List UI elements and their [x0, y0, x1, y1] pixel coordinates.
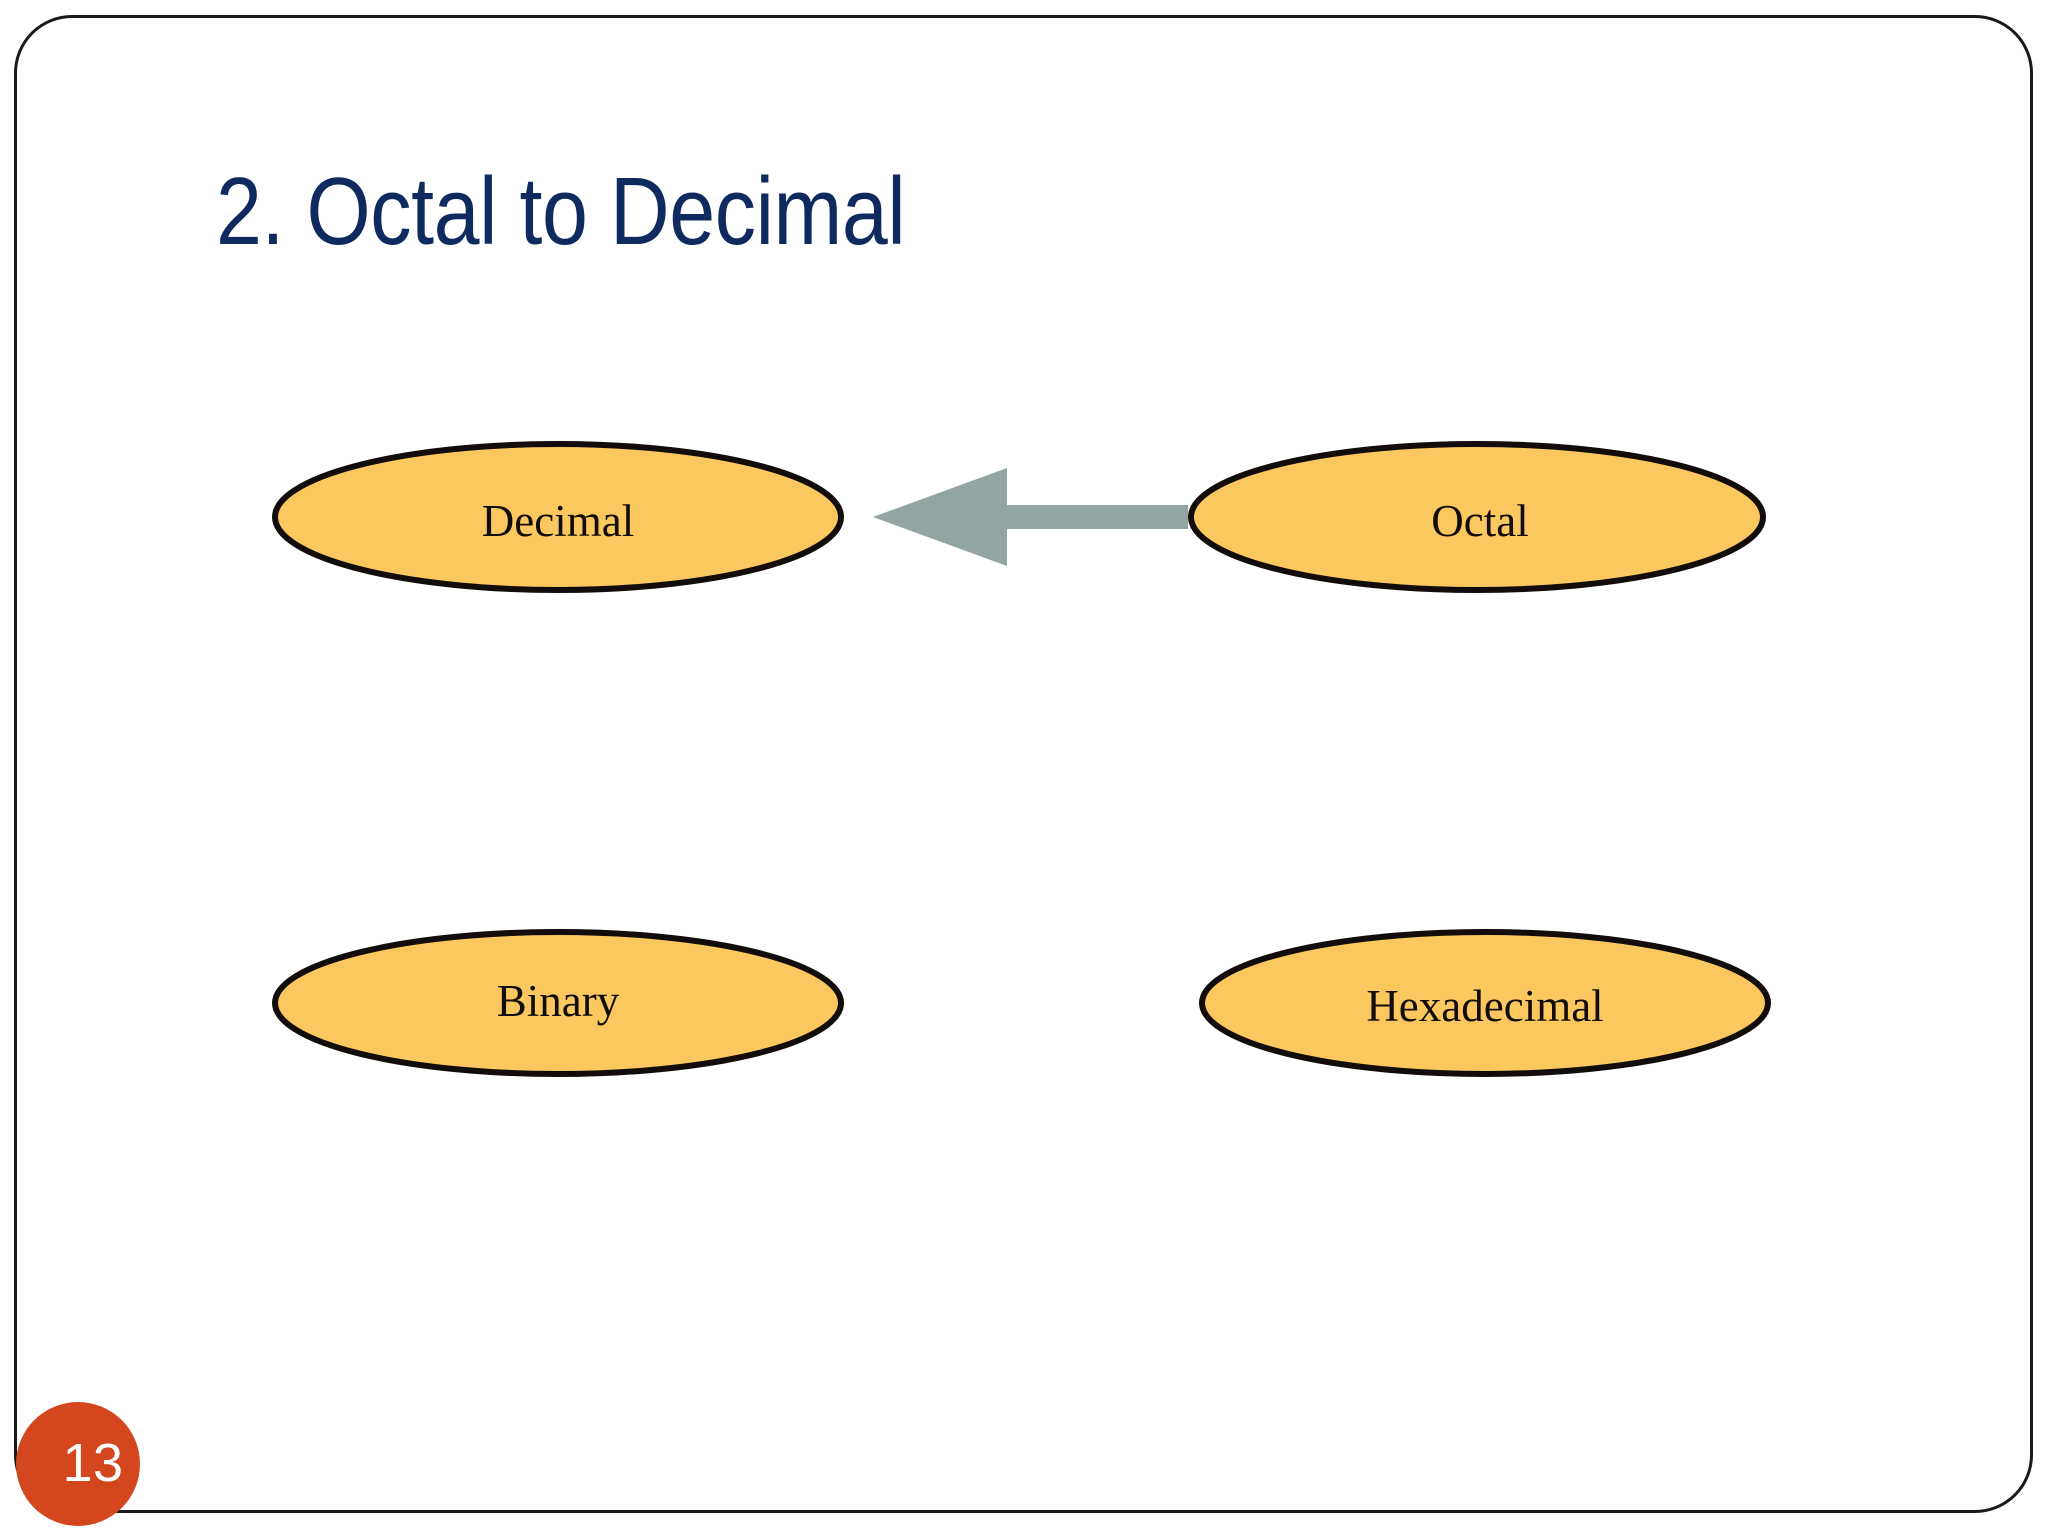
arrow-octal-to-decimal: [873, 468, 1188, 566]
arrow-head-icon: [873, 468, 1007, 566]
page-number-text: 13: [62, 1433, 124, 1493]
node-ellipse-octal[interactable]: [1188, 441, 1766, 593]
node-ellipse-binary[interactable]: [272, 929, 844, 1077]
page-title: 2. Octal to Decimal: [216, 158, 906, 265]
node-ellipse-hexadecimal[interactable]: [1199, 929, 1771, 1077]
arrow-shaft: [1007, 505, 1188, 529]
node-ellipse-decimal[interactable]: [272, 441, 844, 593]
page-number-badge: 13: [16, 1402, 140, 1526]
